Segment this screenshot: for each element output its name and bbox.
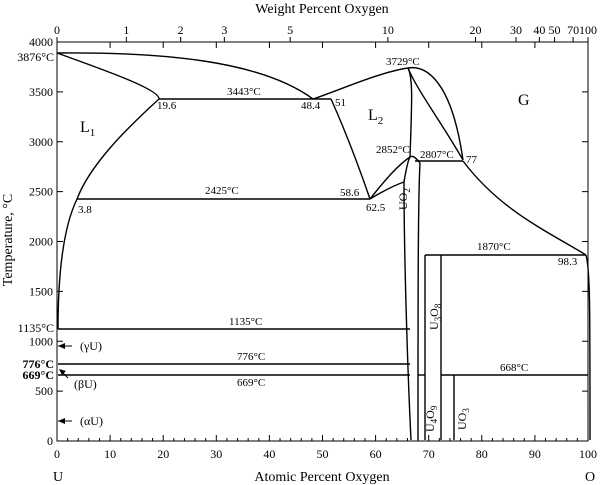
annot-2807: 2807°C [420, 149, 454, 161]
bottom-tick-label: 50 [317, 447, 329, 461]
bottom-tick-label: 80 [476, 447, 488, 461]
miscibility-gap-top [56, 52, 314, 100]
left-tick-label: 2500 [29, 185, 53, 199]
bottom-tick-label: 60 [370, 447, 382, 461]
top-tick-label: 70 [567, 23, 579, 37]
left-tick-label: 0 [47, 434, 53, 448]
phase-l2: L2 [368, 107, 383, 127]
liquidus-left-upper [56, 52, 160, 100]
top-axis-title: Weight Percent Oxygen [255, 2, 388, 17]
top-tick-label: 5 [287, 23, 293, 37]
left-tick-label: 1000 [29, 334, 53, 348]
bottom-tick-label: 20 [157, 447, 169, 461]
annot-776: 776°C [237, 351, 265, 363]
uo2-right-boundary [417, 162, 421, 441]
uo2-left-boundary [403, 181, 412, 441]
bottom-axis-ticks: 0 10 20 30 40 50 60 70 80 90 100 [54, 42, 597, 461]
u-solvus [57, 198, 78, 330]
tick-1135: 1135°C [18, 321, 54, 335]
liquidus-l2-left [312, 67, 409, 100]
left-tick-label: 2000 [29, 235, 53, 249]
left-axis-title: Temperature, °C [1, 194, 16, 286]
oxygen-rich-boundary [585, 254, 591, 441]
annot-669: 669°C [237, 377, 265, 389]
tick-669: 669°C [23, 368, 54, 382]
uo2-liquidus-lower [369, 156, 411, 200]
annot-1870: 1870°C [477, 241, 511, 253]
top-tick-label: 40 [533, 23, 545, 37]
top-tick-label: 2 [178, 23, 184, 37]
top-tick-label: 20 [469, 23, 481, 37]
uo2-peak-2852 [403, 155, 421, 183]
annot-3-8: 3.8 [78, 204, 92, 216]
left-tick-label: 3500 [29, 85, 53, 99]
annot-1135: 1135°C [229, 316, 262, 328]
beta-arrowhead [59, 369, 66, 375]
oxygen-end-label: O [585, 470, 595, 485]
top-tick-label: 1 [123, 23, 129, 37]
annot-3443: 3443°C [227, 86, 261, 98]
annot-51: 51 [335, 97, 346, 109]
phase-alpha-u: (αU) [80, 414, 103, 428]
top-tick-label: 10 [382, 23, 394, 37]
tick-3876: 3876°C [17, 50, 54, 64]
phase-uo3: UO3 [455, 408, 471, 430]
bottom-tick-label: 70 [423, 447, 435, 461]
annot-48-4: 48.4 [301, 100, 321, 112]
left-tick-label: 1500 [29, 284, 53, 298]
uranium-end-label: U [53, 470, 63, 485]
annot-58-6: 58.6 [340, 187, 360, 199]
annot-2852: 2852°C [376, 144, 410, 156]
phase-l1: L1 [80, 119, 95, 139]
annot-3729: 3729°C [386, 56, 420, 68]
annot-62-5: 62.5 [366, 202, 386, 214]
liquid-gas-boundary [407, 66, 464, 161]
liquidus-l1-lower [76, 98, 160, 200]
bottom-axis-title: Atomic Percent Oxygen [254, 470, 389, 485]
annot-668: 668°C [500, 362, 528, 374]
l2-solidus [369, 181, 405, 200]
bottom-tick-label: 100 [579, 447, 597, 461]
top-tick-label: 3 [221, 23, 227, 37]
left-tick-label: 4000 [29, 35, 53, 49]
phase-gamma-u: (γU) [80, 339, 102, 353]
bottom-tick-label: 40 [263, 447, 275, 461]
top-tick-label: 0 [54, 23, 60, 37]
annot-19-6: 19.6 [157, 100, 177, 112]
phase-uo2: UO2 [396, 188, 412, 210]
bottom-tick-label: 10 [104, 447, 116, 461]
uo2-melting-right [407, 67, 464, 161]
tick-776: 776°C [23, 357, 54, 371]
annot-98-3: 98.3 [558, 256, 578, 268]
gamma-arrowhead [58, 343, 65, 349]
annot-2425: 2425°C [205, 185, 239, 197]
phase-beta-u: (βU) [74, 377, 97, 391]
top-tick-label: 50 [549, 23, 561, 37]
phase-u3o8: U3O8 [427, 303, 443, 330]
liquidus-l2-lower [330, 98, 371, 200]
left-tick-label: 3000 [29, 135, 53, 149]
bottom-tick-label: 30 [210, 447, 222, 461]
phase-u4o9: U4O9 [423, 405, 439, 432]
annot-77: 77 [466, 154, 478, 166]
left-tick-label: 500 [35, 384, 53, 398]
top-tick-label: 30 [510, 23, 522, 37]
top-tick-label: 100 [579, 23, 597, 37]
left-axis-ticks: 0 500 1000 1500 2000 2500 3000 3500 4000 [29, 35, 588, 448]
bottom-tick-label: 90 [529, 447, 541, 461]
phase-gas: G [518, 92, 530, 109]
alpha-arrowhead [58, 418, 65, 424]
gas-boundary-lower [462, 160, 587, 256]
bottom-tick-label: 0 [54, 447, 60, 461]
